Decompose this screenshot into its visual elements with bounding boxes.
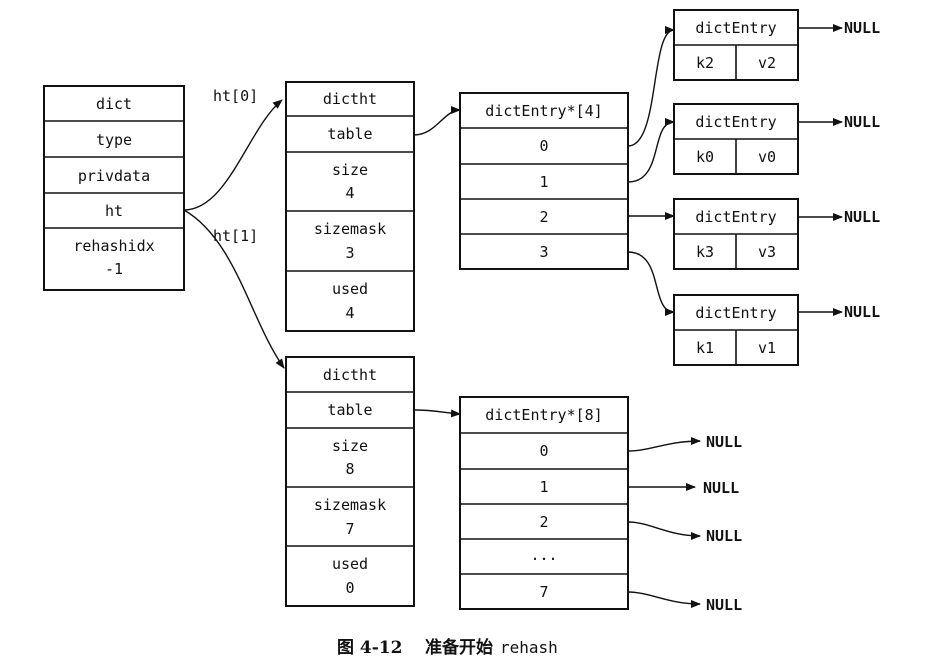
table0-slot-0: 0 [539,137,548,155]
arrow-slot3-k1 [627,251,675,316]
entry-k0-title: dictEntry [695,113,776,131]
ht0-used-label: used [332,280,368,298]
entry-k3: dictEntry k3 v3 [673,198,799,270]
ht0-title: dictht [323,90,377,108]
entry-k1-next-null: NULL [844,303,880,321]
table1-slot-0: 0 [539,442,548,460]
ht1-size-label: size [332,437,368,455]
dict-field-privdata: privdata [78,167,150,185]
arrow-slot0-k2 [627,26,675,147]
arrow-ht0 [183,99,283,211]
entry-k2: dictEntry k2 v2 [673,9,799,81]
dict-struct: dict type privdata ht rehashidx -1 [43,85,185,291]
ht1-size-value: 8 [345,460,354,478]
arrow-slot1-k0 [627,118,675,183]
table1-slot-1: 1 [539,478,548,496]
ht0-sizemask-value: 3 [345,244,354,262]
table1-slot-2: 2 [539,513,548,531]
entry-k2-title: dictEntry [695,19,776,37]
entry-k0-next-null: NULL [844,113,880,131]
arrow-t1-slot7-null [627,591,701,608]
t1-slot2-null: NULL [706,527,742,545]
dictht-0: dictht table size 4 sizemask 3 used 4 [285,81,415,332]
dict-field-rehashidx: rehashidx [73,237,154,255]
table0-slot-2: 2 [539,208,548,226]
entry-k3-key: k3 [696,243,714,261]
dict-field-type: type [96,131,132,149]
entry-k0: dictEntry k0 v0 [673,103,799,175]
ht1-used-label: used [332,555,368,573]
label-ht1: ht[1] [213,227,258,245]
arrow-t1-slot0-null [627,437,701,452]
table0-slot-3: 3 [539,243,548,261]
label-ht0: ht[0] [213,87,258,105]
t1-slot0-null: NULL [706,433,742,451]
t1-slot1-null: NULL [703,479,739,497]
caption-figure-number: 图 4-12 [337,638,402,658]
entry-k1-value: v1 [758,339,776,357]
table1-slot-7: 7 [539,583,548,601]
entry-k1: dictEntry k1 v1 [673,294,799,366]
ht0-used-value: 4 [345,304,354,322]
dict-field-ht: ht [105,202,123,220]
entry-k3-next-null: NULL [844,208,880,226]
arrow-table0 [413,106,461,136]
ht0-size-value: 4 [345,184,354,202]
t1-slot7-null: NULL [706,596,742,614]
table1-title: dictEntry*[8] [485,406,602,424]
ht1-sizemask-label: sizemask [314,496,386,514]
arrow-ht1 [183,209,285,369]
entry-k2-key: k2 [696,54,714,72]
entry-k0-key: k0 [696,148,714,166]
table1-array: dictEntry*[8] 0 1 2 ... 7 [459,396,629,610]
dict-title: dict [96,95,132,113]
ht0-sizemask-label: sizemask [314,220,386,238]
ht1-used-value: 0 [345,579,354,597]
entry-k2-next-null: NULL [844,19,880,37]
table0-title: dictEntry*[4] [485,102,602,120]
caption-text-code: rehash [500,638,558,657]
figure-caption: 图 4-12 准备开始 rehash [337,637,558,658]
dict-rehashidx-value: -1 [105,260,123,278]
entry-k1-title: dictEntry [695,304,776,322]
table0-array: dictEntry*[4] 0 1 2 3 [459,92,629,270]
arrow-t1-slot2-null [627,521,701,540]
ht1-title: dictht [323,366,377,384]
ht1-table: table [327,401,372,419]
entry-k1-key: k1 [696,339,714,357]
table0-slot-1: 1 [539,173,548,191]
entry-k3-value: v3 [758,243,776,261]
entry-k0-value: v0 [758,148,776,166]
table1-slot-ellipsis: ... [530,546,557,564]
caption-text-cn: 准备开始 [425,637,493,658]
arrow-table1 [413,409,461,418]
ht0-size-label: size [332,161,368,179]
entry-k2-value: v2 [758,54,776,72]
ht0-table: table [327,125,372,143]
ht1-sizemask-value: 7 [345,520,354,538]
dictht-1: dictht table size 8 sizemask 7 used 0 [285,356,415,607]
entry-k3-title: dictEntry [695,208,776,226]
